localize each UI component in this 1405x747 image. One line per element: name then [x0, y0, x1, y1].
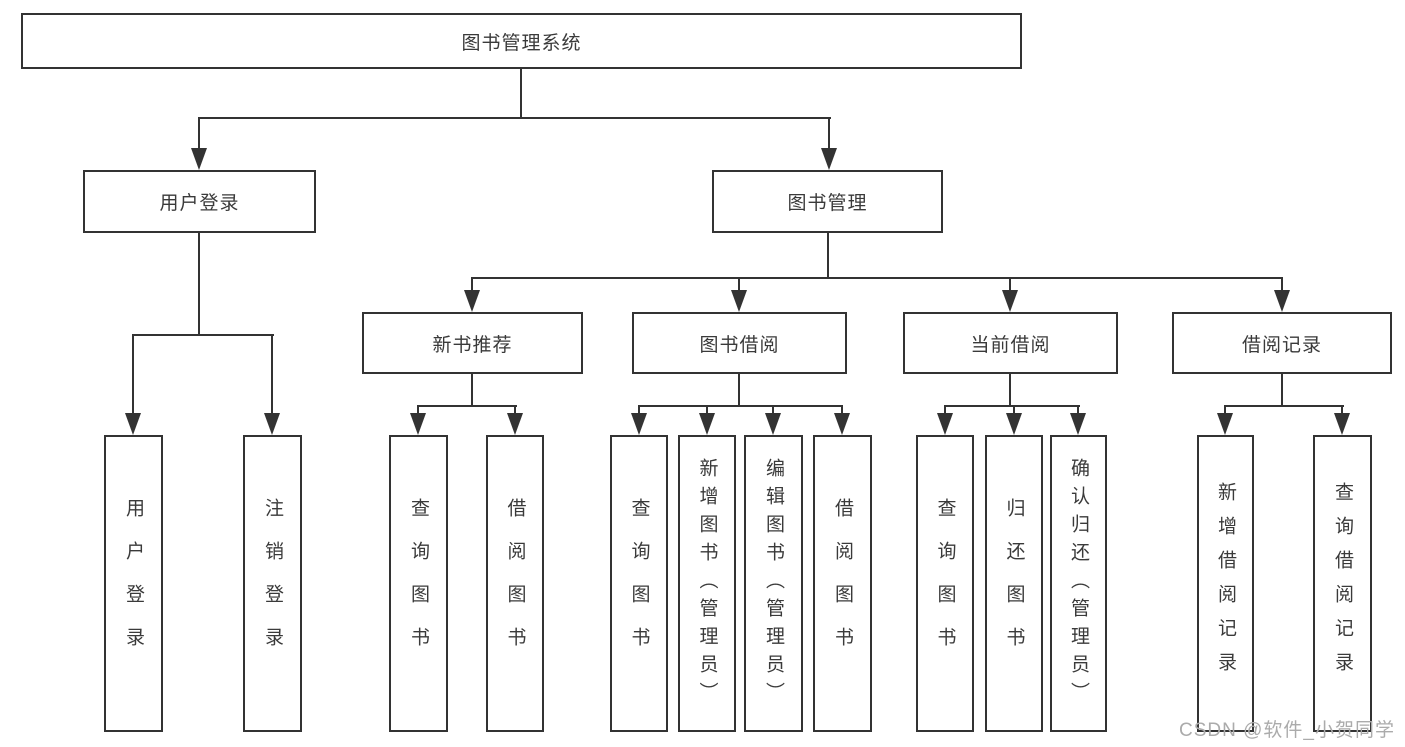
arrow-down-icon	[191, 148, 207, 170]
connector-vline	[514, 405, 516, 417]
leaf-borrow-books-recommend: 借阅图书	[486, 435, 544, 732]
leaf-edit-book-admin: 编辑图书（管理员）	[744, 435, 803, 732]
leaf-add-book-admin: 新增图书（管理员）	[678, 435, 736, 732]
connector-vline	[738, 277, 740, 293]
leaf-add-borrow-record: 新增借阅记录	[1197, 435, 1254, 732]
arrow-down-icon	[821, 148, 837, 170]
arrow-down-icon	[1006, 413, 1022, 435]
leaf-return-book-label: 归还图书	[1003, 497, 1025, 670]
arrow-down-icon	[507, 413, 523, 435]
leaf-borrow-books: 借阅图书	[813, 435, 872, 732]
arrow-down-icon	[1274, 290, 1290, 312]
leaf-logout-label: 注销登录	[262, 497, 283, 670]
leaf-logout: 注销登录	[243, 435, 302, 732]
arrow-down-icon	[264, 413, 280, 435]
arrow-down-icon	[1002, 290, 1018, 312]
node-user-login-label: 用户登录	[159, 193, 240, 214]
connector-vline	[1281, 277, 1283, 293]
arrow-down-icon	[765, 413, 781, 435]
node-current-borrowing-label: 当前借阅	[970, 334, 1051, 356]
node-library-system-label: 图书管理系统	[461, 32, 582, 54]
node-library-system: 图书管理系统	[21, 13, 1022, 69]
connector-vline	[706, 405, 708, 417]
leaf-query-books-recommend-label: 查询图书	[408, 497, 429, 670]
node-book-borrowing: 图书借阅	[632, 312, 847, 374]
connector-vline	[944, 405, 946, 417]
connector-vline	[1281, 374, 1283, 407]
arrow-down-icon	[125, 413, 141, 435]
leaf-borrow-books-label: 借阅图书	[832, 497, 853, 670]
leaf-add-book-admin-label: 新增图书（管理员）	[696, 457, 718, 710]
connector-vline	[1009, 374, 1011, 407]
node-user-login: 用户登录	[83, 170, 316, 233]
connector-vline	[738, 374, 740, 407]
connector-vline	[1009, 277, 1011, 293]
leaf-return-book: 归还图书	[985, 435, 1043, 732]
connector-vline	[520, 69, 522, 118]
leaf-query-books-current-label: 查询图书	[934, 497, 956, 670]
connector-vline	[198, 233, 200, 335]
arrow-down-icon	[937, 413, 953, 435]
arrow-down-icon	[834, 413, 850, 435]
connector-vline	[638, 405, 640, 417]
leaf-user-login: 用户登录	[104, 435, 163, 732]
leaf-query-books-recommend: 查询图书	[389, 435, 448, 732]
connector-vline	[841, 405, 843, 417]
leaf-confirm-return-admin: 确认归还（管理员）	[1050, 435, 1107, 732]
arrow-down-icon	[1334, 413, 1350, 435]
arrow-down-icon	[1217, 413, 1233, 435]
node-current-borrowing: 当前借阅	[903, 312, 1118, 374]
connector-vline	[772, 405, 774, 417]
connector-hline	[132, 334, 274, 336]
leaf-confirm-return-admin-label: 确认归还（管理员）	[1068, 457, 1089, 710]
connector-hline	[1224, 405, 1344, 407]
connector-hline	[198, 117, 831, 119]
connector-vline	[1341, 405, 1343, 417]
connector-vline	[1077, 405, 1079, 417]
arrow-down-icon	[631, 413, 647, 435]
node-book-management-label: 图书管理	[787, 193, 868, 214]
leaf-query-books-borrowing: 查询图书	[610, 435, 668, 732]
connector-vline	[271, 334, 273, 414]
arrow-down-icon	[410, 413, 426, 435]
connector-vline	[471, 277, 473, 293]
connector-vline	[198, 117, 200, 150]
node-book-borrowing-label: 图书借阅	[699, 334, 780, 356]
node-book-management: 图书管理	[712, 170, 943, 233]
node-borrowing-records-label: 借阅记录	[1241, 334, 1322, 356]
leaf-query-books-current: 查询图书	[916, 435, 974, 732]
node-new-book-recommendation-label: 新书推荐	[432, 334, 513, 356]
connector-hline	[417, 405, 517, 407]
leaf-borrow-books-recommend-label: 借阅图书	[504, 497, 526, 670]
leaf-query-borrow-record: 查询借阅记录	[1313, 435, 1372, 732]
arrow-down-icon	[699, 413, 715, 435]
connector-vline	[471, 374, 473, 407]
node-new-book-recommendation: 新书推荐	[362, 312, 583, 374]
leaf-edit-book-admin-label: 编辑图书（管理员）	[763, 457, 784, 710]
connector-hline	[471, 277, 1283, 279]
arrow-down-icon	[1070, 413, 1086, 435]
arrow-down-icon	[731, 290, 747, 312]
connector-vline	[827, 233, 829, 279]
leaf-query-books-borrowing-label: 查询图书	[628, 497, 650, 670]
arrow-down-icon	[464, 290, 480, 312]
leaf-query-borrow-record-label: 查询借阅记录	[1332, 481, 1353, 686]
connector-vline	[1013, 405, 1015, 417]
leaf-user-login-label: 用户登录	[123, 497, 144, 670]
connector-hline	[944, 405, 1080, 407]
csdn-watermark: CSDN @软件_小贺同学	[1179, 720, 1395, 741]
connector-vline	[132, 334, 134, 414]
connector-vline	[1224, 405, 1226, 417]
node-borrowing-records: 借阅记录	[1172, 312, 1392, 374]
connector-vline	[417, 405, 419, 417]
connector-hline	[638, 405, 843, 407]
leaf-add-borrow-record-label: 新增借阅记录	[1215, 481, 1236, 686]
connector-vline	[828, 117, 830, 150]
